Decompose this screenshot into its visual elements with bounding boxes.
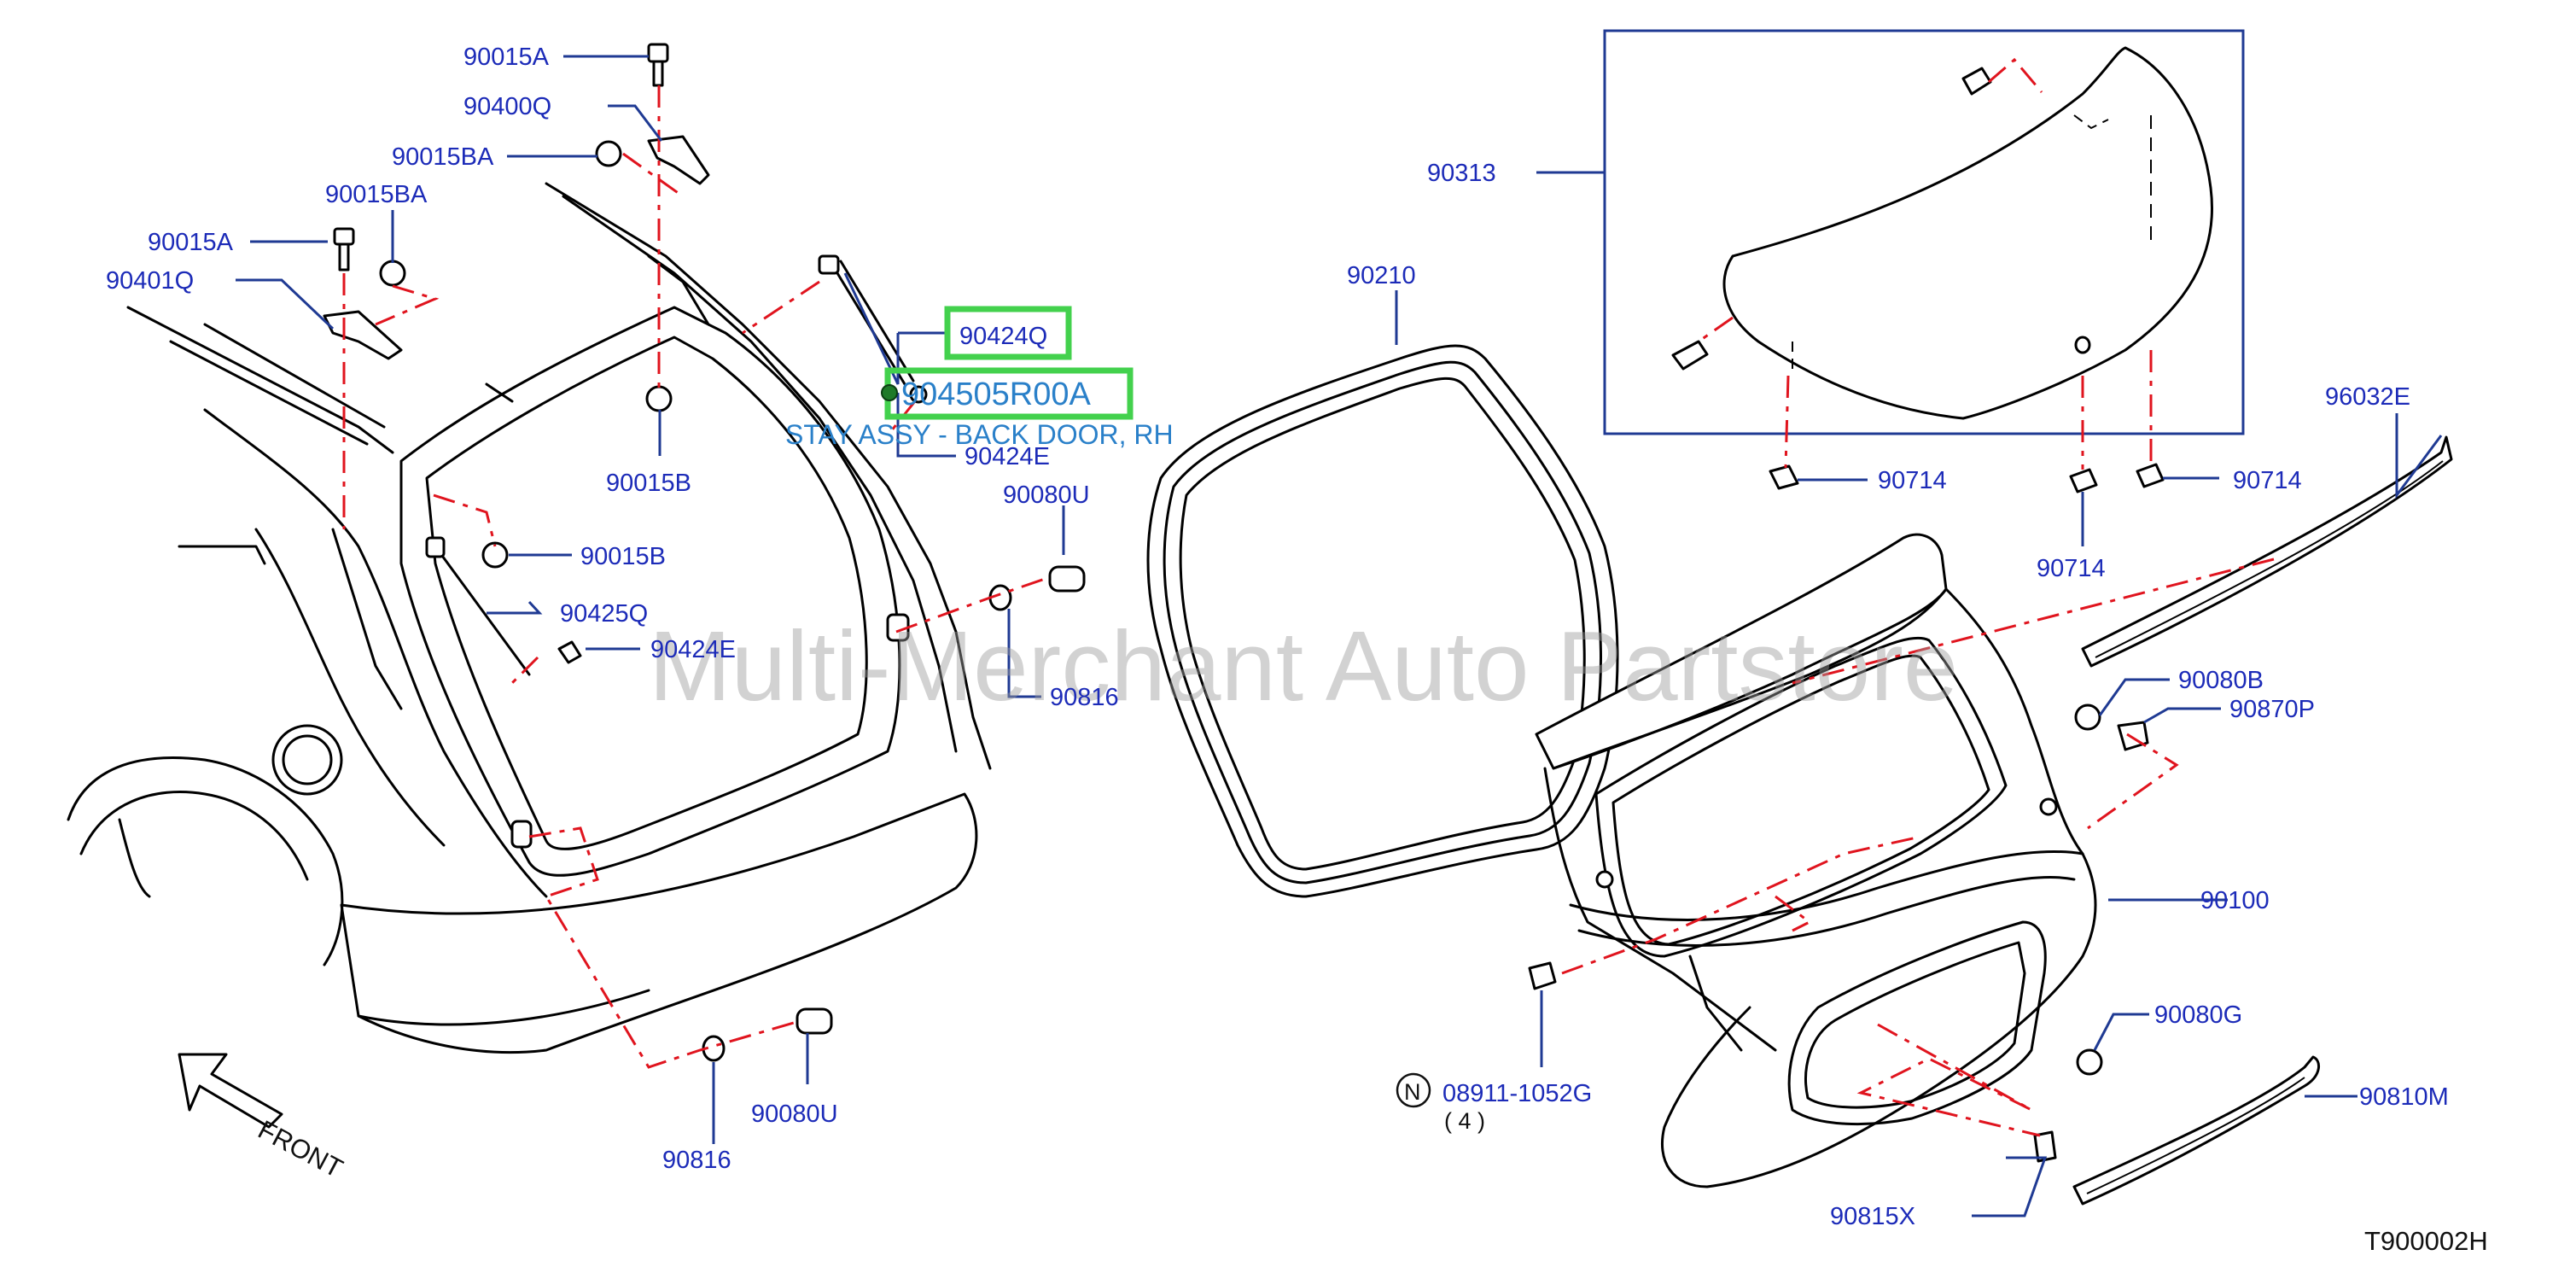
callout-90015BA-top[interactable]: 90015BA [392,143,494,171]
spoiler-trim-96032E [2081,435,2453,668]
callout-90424E-left[interactable]: 90424E [650,636,736,663]
selected-part-number[interactable]: 904505R00A [901,377,1092,412]
callout-90100[interactable]: 90100 [2200,887,2270,914]
callout-90424E-right[interactable]: 90424E [965,443,1050,470]
callout-08911-1052G[interactable]: 08911-1052G [1442,1080,1592,1107]
callout-90080B[interactable]: 90080B [2178,667,2264,694]
back-door-90100 [1535,533,2097,1188]
callout-90714-b[interactable]: 90714 [2037,555,2106,582]
callout-90815X[interactable]: 90815X [1830,1203,1915,1230]
callout-90714-a[interactable]: 90714 [1878,467,1947,494]
callout-90210[interactable]: 90210 [1347,262,1416,289]
callout-90313[interactable]: 90313 [1427,160,1496,187]
callout-90015B-top[interactable]: 90015B [606,470,691,497]
callout-96032E[interactable]: 96032E [2325,383,2410,411]
highlight-box-90424Q [944,306,1072,360]
fasteners-right [1528,704,2149,1163]
selected-part-description: STAY ASSY - BACK DOOR, RH [785,419,1174,450]
callout-90714-c[interactable]: 90714 [2233,467,2302,494]
assembly-guides-right [1561,57,2275,1137]
glass-inset-frame [1603,29,2245,435]
finisher-90810M [2072,1055,2321,1206]
watermark: Multi-Merchant Auto Partstore [649,610,1958,721]
callout-90400Q[interactable]: 90400Q [463,93,551,120]
callout-90080G[interactable]: 90080G [2154,1001,2242,1029]
front-arrow-icon [178,1053,283,1129]
seal-pads-90714 [1769,463,2165,493]
callout-labels: 90015A 90400Q 90015BA 90015BA 90015A 904… [106,44,2488,1256]
callout-90424Q[interactable]: 90424Q [959,323,1047,350]
front-label: FRONT [254,1114,348,1183]
callout-90816-right[interactable]: 90816 [1050,684,1119,711]
leader-lines [236,55,2443,1217]
assembly-guides-left [342,85,1051,1069]
callout-90015A-top[interactable]: 90015A [463,44,550,71]
callout-90401Q[interactable]: 90401Q [106,267,194,295]
n-symbol: N [1404,1079,1421,1105]
diagram-id: T900002H [2364,1226,2488,1256]
callout-90816-bottom[interactable]: 90816 [662,1147,731,1174]
n-symbol-circle [1396,1072,1431,1108]
back-door-glass-90313 [1671,46,2213,420]
callout-90810M[interactable]: 90810M [2359,1083,2449,1111]
hinge-hardware [323,43,1086,1062]
callout-90870P[interactable]: 90870P [2229,696,2315,723]
selected-part-marker [881,384,898,401]
callout-90015BA-left[interactable]: 90015BA [325,181,428,208]
callout-90015B-mid[interactable]: 90015B [580,543,666,570]
callout-90015A-left[interactable]: 90015A [148,229,234,256]
callout-90080U-bottom[interactable]: 90080U [751,1101,838,1128]
callout-90080U-right[interactable]: 90080U [1003,482,1090,509]
callout-08911-quantity: ( 4 ) [1444,1108,1485,1134]
callout-90425Q[interactable]: 90425Q [560,600,648,628]
weatherstrip-90210 [1146,344,1619,898]
